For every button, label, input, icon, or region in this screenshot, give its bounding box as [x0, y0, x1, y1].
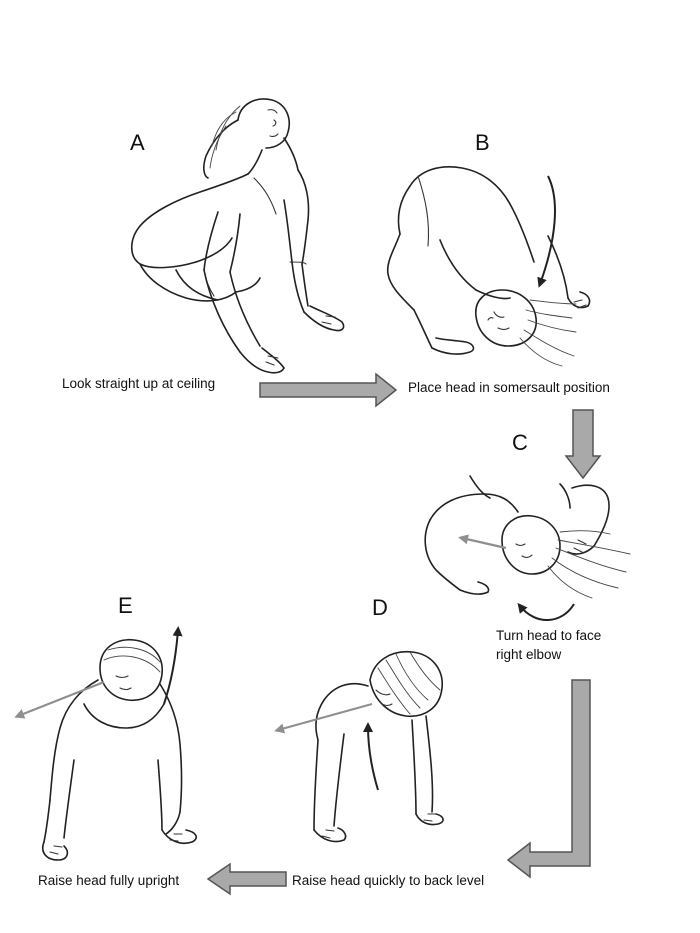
step-e-caption: Raise head fully upright [38, 873, 179, 888]
figure-d [274, 651, 444, 843]
step-b-caption: Place head in somersault position [408, 380, 610, 395]
step-c: C Turn head to face right el [424, 430, 631, 662]
lift-arrow-d [363, 722, 379, 791]
flow-arrow-d-to-e [206, 862, 287, 896]
rotation-arrow-c [517, 602, 575, 621]
step-a: A [130, 98, 345, 374]
figure-c [424, 475, 631, 621]
step-c-caption-line2: right elbow [496, 647, 562, 662]
motion-arrow-b [537, 175, 556, 288]
step-a-letter: A [130, 130, 145, 155]
flow-arrow-a-to-b [259, 372, 398, 408]
step-d-caption: Raise head quickly to back level [292, 873, 484, 888]
step-d-letter: D [372, 595, 388, 620]
flow-arrow-c-to-d [506, 679, 591, 879]
gaze-arrow-d [274, 702, 373, 734]
lift-arrow-e [163, 626, 183, 705]
step-b: B [386, 130, 591, 367]
step-b-letter: B [475, 130, 490, 155]
step-c-letter: C [512, 430, 528, 455]
step-e-letter: E [118, 593, 133, 618]
gaze-arrow-c [458, 534, 507, 550]
figure-a [130, 98, 345, 374]
figure-e [14, 626, 198, 861]
step-d: D [274, 595, 444, 843]
step-e: E [14, 593, 198, 861]
gaze-arrow-e [14, 680, 105, 719]
figure-b [386, 166, 591, 367]
step-c-caption-line1: Turn head to face [496, 628, 601, 643]
step-a-caption: Look straight up at ceiling [62, 376, 215, 391]
flow-arrow-b-to-c [564, 409, 602, 480]
